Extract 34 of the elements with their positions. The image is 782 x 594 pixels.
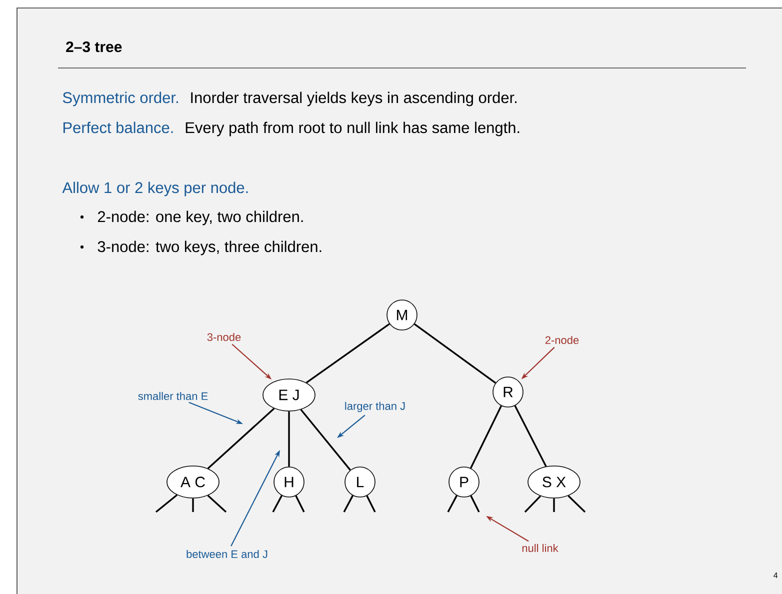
null-link	[155, 494, 178, 513]
callout-text: null link	[522, 544, 558, 552]
body-text: Every path from root to null link has same length.	[186, 122, 520, 136]
callout-text: larger than J	[345, 402, 405, 412]
null-link	[192, 498, 194, 512]
callout-text: between E and J	[186, 550, 268, 558]
tree-link	[470, 405, 502, 469]
null-link	[470, 495, 480, 512]
tree-link	[207, 408, 275, 470]
title: 2–3 tree	[66, 42, 122, 52]
callout-text: smaller than E	[138, 392, 208, 400]
bullet-text: 2-node: one key, two children.	[98, 210, 303, 226]
body-text: Inorder traversal yields keys in ascending order.	[191, 92, 516, 106]
null-link	[568, 495, 586, 513]
tree-link	[300, 409, 351, 471]
heading-text: Allow 1 or 2 keys per node.	[62, 182, 248, 196]
bullet-text: 3-node: two keys, three children.	[98, 240, 322, 256]
callout-text: 3-node	[207, 332, 241, 342]
null-link	[295, 495, 305, 512]
null-link	[447, 495, 458, 512]
heading-text: Perfect balance.	[63, 122, 173, 134]
null-link	[553, 498, 555, 512]
tree-link	[288, 411, 290, 467]
page-number: 4	[774, 572, 778, 578]
tree-link	[414, 323, 496, 384]
tree-link	[306, 323, 390, 384]
tree-link	[514, 405, 547, 467]
callout-text: 2-node	[545, 336, 579, 344]
null-link	[343, 495, 354, 512]
heading-text: Symmetric order.	[62, 92, 178, 106]
null-link	[207, 494, 227, 513]
null-link	[272, 495, 282, 512]
null-link	[524, 495, 542, 513]
null-link	[366, 495, 376, 512]
